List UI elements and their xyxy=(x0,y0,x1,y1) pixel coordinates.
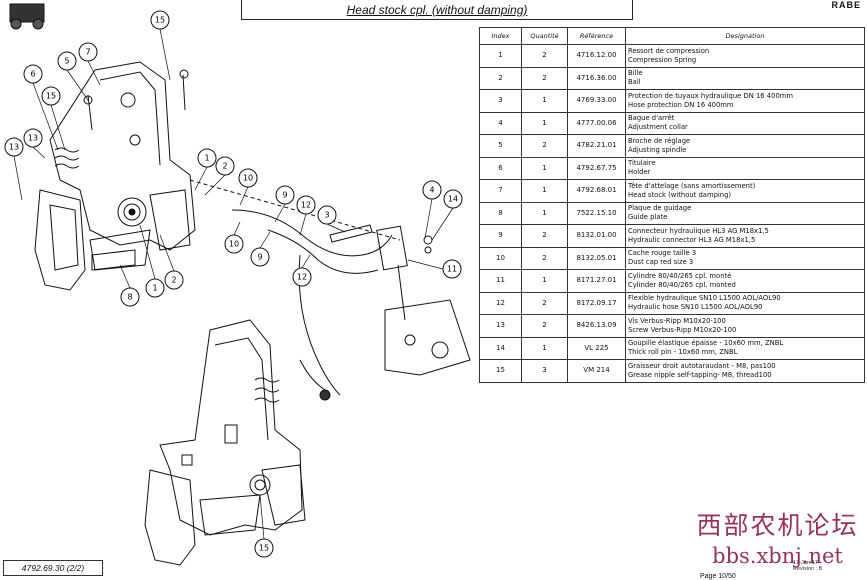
callout-9b: 9 xyxy=(250,247,270,267)
callout-13b: 13 xyxy=(4,137,24,157)
head-stock-frame-top xyxy=(34,61,196,291)
svg-text:7: 7 xyxy=(85,48,90,57)
table-header-row: Index Quantité Référence Designation xyxy=(479,27,865,45)
callout-13a: 13 xyxy=(23,128,43,148)
callout-9a: 9 xyxy=(275,185,295,205)
svg-text:8: 8 xyxy=(127,293,132,302)
callout-2b: 2 xyxy=(164,270,184,290)
svg-text:10: 10 xyxy=(243,174,253,183)
guide-plate xyxy=(91,249,136,271)
callout-11: 11 xyxy=(442,259,462,279)
cylinder-assembly xyxy=(376,225,471,376)
svg-text:11: 11 xyxy=(447,265,457,274)
table-row: 9 2 8132.01.00 Connecteur hydraulique HL… xyxy=(479,224,865,248)
svg-text:2: 2 xyxy=(222,162,227,171)
revision-block: 17-Jan-17 Revision : B xyxy=(793,560,865,580)
watermark-chinese: 西部农机论坛 xyxy=(696,511,859,540)
callout-10b: 10 xyxy=(224,234,244,254)
col-header-reference: Référence xyxy=(567,27,626,45)
svg-text:15: 15 xyxy=(259,544,269,553)
callout-12b: 12 xyxy=(292,267,312,287)
col-header-quantity: Quantité xyxy=(521,27,568,45)
callout-15a: 15 xyxy=(150,10,170,30)
svg-text:15: 15 xyxy=(155,16,165,25)
callout-1a: 1 xyxy=(197,148,217,168)
col-header-designation: Designation xyxy=(625,27,865,45)
table-row: 14 1 VL 225 Goupille élastique épaisse -… xyxy=(479,336,865,360)
svg-text:10: 10 xyxy=(229,240,239,249)
callout-2a: 2 xyxy=(215,156,235,176)
svg-text:4: 4 xyxy=(429,186,434,195)
table-row: 15 3 VM 214 Graisseur droit autotaraudan… xyxy=(479,359,865,383)
callout-6: 6 xyxy=(23,64,43,84)
callout-7: 7 xyxy=(78,42,98,62)
callout-12a: 12 xyxy=(296,195,316,215)
table-row: 11 1 8171.27.01 Cylindre 80/40/265 cpl. … xyxy=(479,269,865,293)
revision-label: Revision : B xyxy=(793,566,823,572)
callout-8: 8 xyxy=(120,287,140,307)
svg-text:12: 12 xyxy=(301,201,311,210)
brand-mark: RABE xyxy=(831,0,861,10)
svg-text:2: 2 xyxy=(171,276,176,285)
drawing-title: Head stock cpl. (without damping) xyxy=(241,0,633,20)
svg-text:6: 6 xyxy=(30,70,35,79)
svg-text:13: 13 xyxy=(9,143,19,152)
callout-4: 4 xyxy=(422,180,442,200)
svg-text:9: 9 xyxy=(257,253,262,262)
table-row: 7 1 4792.68.01 Tête d'attelage (sans amo… xyxy=(479,179,865,203)
callout-3: 3 xyxy=(317,205,337,225)
table-row: 13 2 8426.13.09 Vis Verbus-Ripp M10x20-1… xyxy=(479,314,865,338)
watermark-url: bbs.xbnj.net xyxy=(712,544,843,568)
revision-date: 17-Jan-17 xyxy=(793,560,818,566)
exploded-view-drawing: 15 5 7 6 5 15 13 13 1 2 10 9 12 3 4 14 1… xyxy=(4,3,471,566)
table-row: 12 2 8172.09.17 Flexible hydraulique SN1… xyxy=(479,291,865,315)
callout-15b: 15 xyxy=(41,86,61,106)
svg-text:1: 1 xyxy=(204,154,209,163)
table-row: 3 1 4769.33.00 Protection de tuyaux hydr… xyxy=(479,89,865,113)
svg-text:15: 15 xyxy=(46,92,56,101)
col-header-index: Index xyxy=(479,27,522,45)
svg-text:12: 12 xyxy=(297,273,307,282)
callout-5a: 5 xyxy=(57,51,77,71)
svg-text:9: 9 xyxy=(282,191,287,200)
svg-text:5: 5 xyxy=(64,57,69,66)
svg-text:1: 1 xyxy=(152,284,157,293)
drawing-code: 4792.69.30 (2/2) xyxy=(3,560,103,576)
tractor-icon xyxy=(9,3,45,30)
callout-14: 14 xyxy=(443,189,463,209)
svg-text:3: 3 xyxy=(324,211,329,220)
leader-lines xyxy=(13,28,454,540)
page-number: Page 10/50 xyxy=(700,573,736,580)
forum-watermark: 西部农机论坛 bbs.xbnj.net xyxy=(690,506,865,568)
svg-text:14: 14 xyxy=(448,195,458,204)
hydraulic-hoses xyxy=(189,179,401,396)
head-stock-frame-assembled xyxy=(144,319,306,566)
callout-1b: 1 xyxy=(145,278,165,298)
callout-15c: 15 xyxy=(254,538,274,558)
callout-10a: 10 xyxy=(238,168,258,188)
svg-text:13: 13 xyxy=(28,134,38,143)
parts-list-table: Index Quantité Référence Designation 1 2… xyxy=(479,27,865,383)
